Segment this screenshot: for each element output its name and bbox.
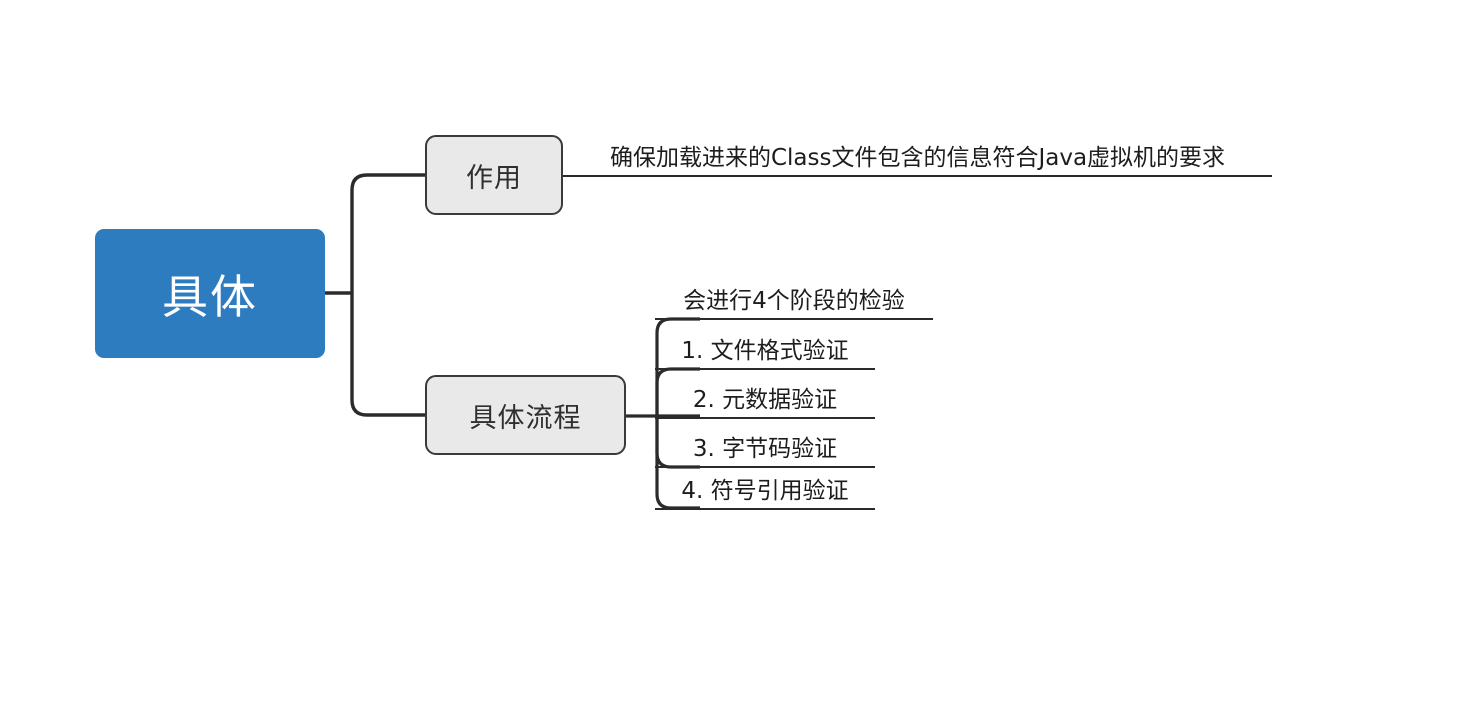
leaf-stages-summary-label: 会进行4个阶段的检验 <box>683 288 905 314</box>
branch-node-process-label: 具体流程 <box>469 402 582 434</box>
leaf-step-4-label: 4. 符号引用验证 <box>681 478 849 504</box>
leaf-step-2[interactable]: 2. 元数据验证 <box>655 383 875 419</box>
leaf-step-2-label: 2. 元数据验证 <box>692 387 838 413</box>
leaf-effect-description-label: 确保加载进来的Class文件包含的信息符合Java虚拟机的要求 <box>609 145 1226 171</box>
leaf-step-1[interactable]: 1. 文件格式验证 <box>655 334 875 370</box>
leaf-step-3[interactable]: 3. 字节码验证 <box>655 432 875 468</box>
branch-node-process[interactable]: 具体流程 <box>425 375 626 455</box>
branch-node-effect[interactable]: 作用 <box>425 135 563 215</box>
leaf-effect-description[interactable]: 确保加载进来的Class文件包含的信息符合Java虚拟机的要求 <box>563 139 1272 177</box>
leaf-step-3-label: 3. 字节码验证 <box>692 436 838 462</box>
branch-node-effect-label: 作用 <box>466 162 522 194</box>
leaf-step-1-label: 1. 文件格式验证 <box>681 338 849 364</box>
leaf-step-4[interactable]: 4. 符号引用验证 <box>655 474 875 510</box>
leaf-stages-summary[interactable]: 会进行4个阶段的检验 <box>655 284 933 320</box>
root-node[interactable]: 具体 <box>95 229 325 358</box>
connector-branch-process <box>350 293 425 417</box>
connector-branch-effect <box>350 173 425 293</box>
root-node-label: 具体 <box>162 269 258 324</box>
